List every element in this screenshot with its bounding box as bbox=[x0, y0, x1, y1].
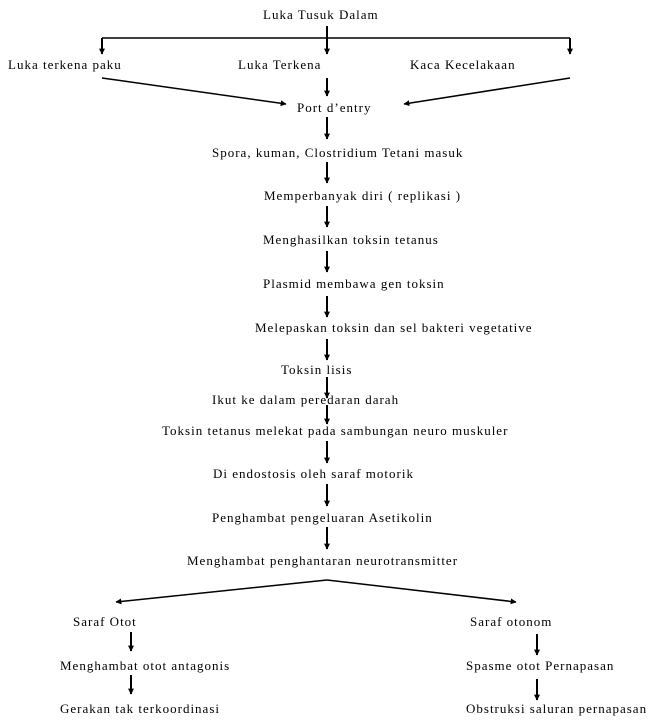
node-saraf-otot: Saraf Otot bbox=[73, 614, 137, 629]
node-menghasilkan: Menghasilkan toksin tetanus bbox=[263, 232, 439, 247]
node-endostosis: Di endostosis oleh saraf motorik bbox=[213, 466, 414, 481]
node-port-entry: Port d’entry bbox=[297, 100, 372, 115]
node-saraf-otonom: Saraf otonom bbox=[470, 614, 553, 629]
node-memperbanyak: Memperbanyak diri ( replikasi ) bbox=[264, 188, 462, 203]
arrow-branch-left bbox=[115, 579, 328, 605]
node-kaca-kecelakaan: Kaca Kecelakaan bbox=[410, 57, 516, 72]
node-luka-terkena-paku: Luka terkena paku bbox=[8, 57, 122, 72]
node-melepaskan: Melepaskan toksin dan sel bakteri vegeta… bbox=[255, 320, 533, 335]
node-toksin-lisis: Toksin lisis bbox=[281, 362, 353, 377]
node-menghambat-otot: Menghambat otot antagonis bbox=[60, 658, 231, 673]
node-plasmid: Plasmid membawa gen toksin bbox=[263, 276, 445, 291]
node-melekat: Toksin tetanus melekat pada sambungan ne… bbox=[162, 423, 509, 438]
arrow-kaca-to-port bbox=[403, 77, 571, 107]
arrow-branch-right bbox=[326, 579, 517, 605]
node-gerakan: Gerakan tak terkoordinasi bbox=[60, 701, 221, 716]
node-spasme: Spasme otot Pernapasan bbox=[466, 658, 615, 673]
node-luka-terkena: Luka Terkena bbox=[238, 57, 322, 72]
node-ikut: Ikut ke dalam peredaran darah bbox=[212, 392, 400, 407]
arrow-paku-to-port bbox=[101, 77, 287, 107]
node-spora: Spora, kuman, Clostridium Tetani masuk bbox=[212, 145, 464, 160]
node-menghambat-penghantaran: Menghambat penghantaran neurotransmitter bbox=[187, 553, 459, 568]
node-penghambat: Penghambat pengeluaran Asetikolin bbox=[212, 510, 433, 525]
node-obstruksi: Obstruksi saluran pernapasan bbox=[466, 701, 648, 716]
node-luka-tusuk-dalam: Luka Tusuk Dalam bbox=[263, 7, 379, 22]
